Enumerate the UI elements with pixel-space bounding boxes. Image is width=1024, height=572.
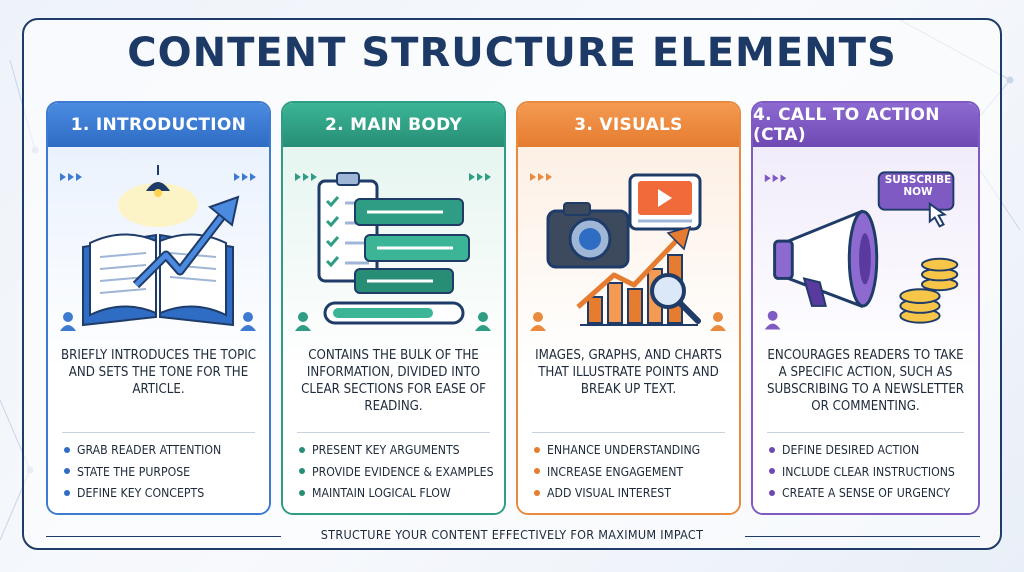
card-description: IMAGES, GRAPHS, AND CHARTS THAT ILLUSTRA… [535, 348, 722, 397]
card-introduction: 1. INTRODUCTION [46, 101, 271, 515]
list-item: STATE THE PURPOSE [64, 462, 261, 484]
magnifier-icon [650, 273, 701, 324]
growth-arrow-icon [576, 225, 692, 309]
bullet-list: PRESENT KEY ARGUMENTS PROVIDE EVIDENCE &… [299, 440, 496, 505]
visuals-illustration [530, 173, 726, 331]
card-description: CONTAINS THE BULK OF THE INFORMATION, DI… [301, 348, 486, 414]
list-item: INCREASE ENGAGEMENT [534, 462, 731, 484]
subscribe-badge [877, 171, 955, 211]
card-heading: 4. CALL TO ACTION (CTA) [753, 103, 978, 147]
chevrons-icon [295, 173, 491, 181]
chevrons-icon [764, 174, 787, 183]
chevrons-icon [530, 173, 552, 181]
cursor-hand-icon [928, 201, 947, 228]
user-icon [295, 312, 491, 331]
card-description: ENCOURAGES READERS TO TAKE A SPECIFIC AC… [766, 348, 965, 414]
user-icon [530, 312, 726, 331]
user-icon [60, 312, 256, 331]
user-icon [764, 310, 781, 330]
card-heading: 3. VISUALS [518, 103, 739, 147]
lamp-icon [118, 165, 198, 227]
card-heading: 1. INTRODUCTION [48, 103, 269, 147]
list-item: PROVIDE EVIDENCE & EXAMPLES [299, 462, 496, 484]
card-main-body: 2. MAIN BODY [281, 101, 506, 515]
cta-illustration [764, 171, 959, 330]
progress-bar-icon [323, 301, 465, 325]
main-body-illustration [295, 172, 491, 331]
coins-icon [899, 257, 959, 324]
list-item: MAINTAIN LOGICAL FLOW [299, 483, 496, 505]
growth-arrow-icon [132, 195, 240, 289]
list-item: ADD VISUAL INTEREST [534, 483, 731, 505]
list-item: CREATE A SENSE OF URGENCY [769, 483, 970, 505]
card-heading: 2. MAIN BODY [283, 103, 504, 147]
card-description: BRIEFLY INTRODUCES THE TOPIC AND SETS TH… [60, 348, 257, 397]
list-item: DEFINE DESIRED ACTION [769, 440, 970, 462]
footer-tagline: STRUCTURE YOUR CONTENT EFFECTIVELY FOR M… [320, 527, 704, 542]
card-visuals: 3. VISUALS [516, 101, 741, 515]
chevrons-icon [60, 173, 256, 181]
checklist-icon [317, 172, 379, 283]
megaphone-icon [773, 209, 879, 309]
section-bars-icon [354, 198, 470, 294]
bullet-list: DEFINE DESIRED ACTION INCLUDE CLEAR INST… [769, 440, 970, 505]
footer-divider [745, 536, 980, 537]
list-item: PRESENT KEY ARGUMENTS [299, 440, 496, 462]
card-call-to-action: 4. CALL TO ACTION (CTA) [751, 101, 980, 515]
camera-icon [546, 202, 630, 269]
play-video-icon [628, 173, 702, 231]
open-book-icon [82, 233, 234, 327]
bullet-list: GRAB READER ATTENTION STATE THE PURPOSE … [64, 440, 261, 505]
list-item: DEFINE KEY CONCEPTS [64, 483, 261, 505]
footer-divider [46, 536, 281, 537]
list-item: INCLUDE CLEAR INSTRUCTIONS [769, 462, 970, 484]
page-title: CONTENT STRUCTURE ELEMENTS [127, 30, 897, 76]
bullet-list: ENHANCE UNDERSTANDING INCREASE ENGAGEMEN… [534, 440, 731, 505]
subscribe-now-label: SUBSCRIBE NOW [884, 174, 952, 198]
list-item: GRAB READER ATTENTION [64, 440, 261, 462]
list-item: ENHANCE UNDERSTANDING [534, 440, 731, 462]
introduction-illustration [60, 165, 256, 331]
